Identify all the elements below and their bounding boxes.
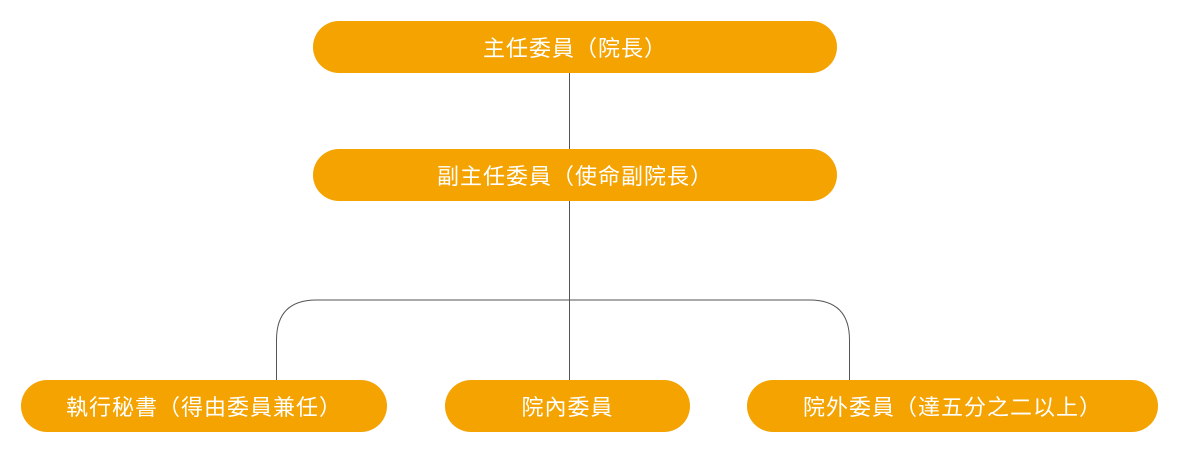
- executive-secretary-label: 執行秘書（得由委員兼任）: [65, 396, 342, 421]
- executive-secretary-node: 執行秘書（得由委員兼任）: [21, 380, 387, 432]
- vice-chair-label: 副主任委員（使命副院長）: [436, 165, 713, 190]
- external-members-label: 院外委員（達五分之二以上）: [802, 396, 1102, 421]
- internal-members-label: 院內委員: [521, 396, 614, 421]
- external-members-node: 院外委員（達五分之二以上）: [747, 380, 1158, 432]
- internal-members-node: 院內委員: [445, 380, 690, 432]
- vice-chair-node: 副主任委員（使命副院長）: [313, 149, 837, 201]
- chair-label: 主任委員（院長）: [482, 37, 667, 62]
- connector-branch: [276, 299, 850, 380]
- chair-node: 主任委員（院長）: [313, 21, 837, 73]
